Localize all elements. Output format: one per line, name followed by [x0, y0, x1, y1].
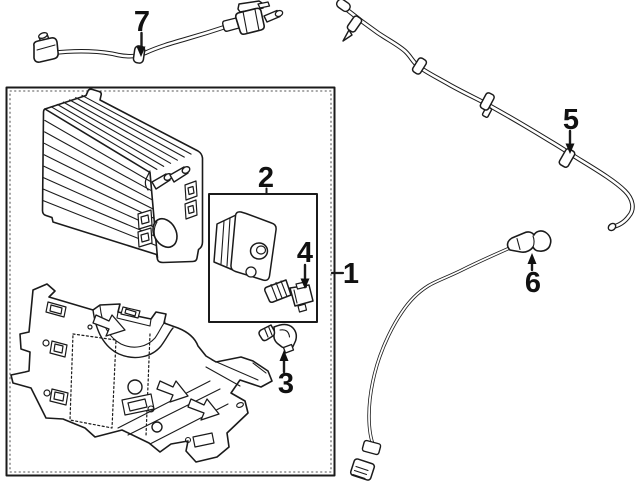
sub-assembly-box	[208, 193, 318, 323]
callout-arrow	[527, 253, 537, 264]
hose-clip	[346, 15, 363, 33]
callout-label: 2	[258, 162, 274, 194]
assembly-arrow	[92, 314, 126, 337]
purge-valve-hose-drawing	[33, 0, 284, 64]
callout-label: 1	[343, 258, 359, 290]
connector-plug	[506, 230, 552, 253]
vent-tube-drawing	[335, 0, 635, 232]
callout-label: 7	[134, 6, 150, 38]
hose-clip	[342, 29, 353, 42]
canister-drawing	[41, 88, 204, 264]
callout-3[interactable]: 3	[278, 350, 294, 400]
callout-6[interactable]: 6	[525, 253, 541, 299]
assembly-arrow	[187, 398, 220, 421]
mounting-bracket-drawing	[10, 283, 273, 463]
callout-arrow	[300, 278, 310, 289]
hose-clip	[479, 92, 495, 111]
callout-label: 6	[525, 267, 541, 299]
callout-4[interactable]: 4	[297, 237, 313, 289]
callout-arrow	[136, 46, 146, 57]
solenoid-valve-drawing	[264, 279, 314, 313]
callout-7[interactable]: 7	[134, 6, 150, 57]
assembly-arrow	[156, 380, 189, 403]
main-assembly-box	[5, 86, 336, 477]
module-drawing	[213, 211, 277, 282]
callout-label: 5	[563, 104, 579, 136]
callout-label: 4	[297, 237, 313, 269]
callout-2[interactable]: 2	[258, 162, 274, 195]
elbow-fitting-drawing	[258, 323, 298, 354]
callout-arrow	[565, 143, 575, 154]
hose-clip	[558, 148, 576, 168]
hose-clip	[411, 57, 428, 75]
callout-arrow	[279, 350, 289, 361]
oxygen-sensor-cable-drawing	[349, 230, 552, 481]
callout-label: 3	[278, 368, 294, 400]
callout-5[interactable]: 5	[563, 104, 579, 154]
callout-1[interactable]: 1	[330, 258, 359, 290]
